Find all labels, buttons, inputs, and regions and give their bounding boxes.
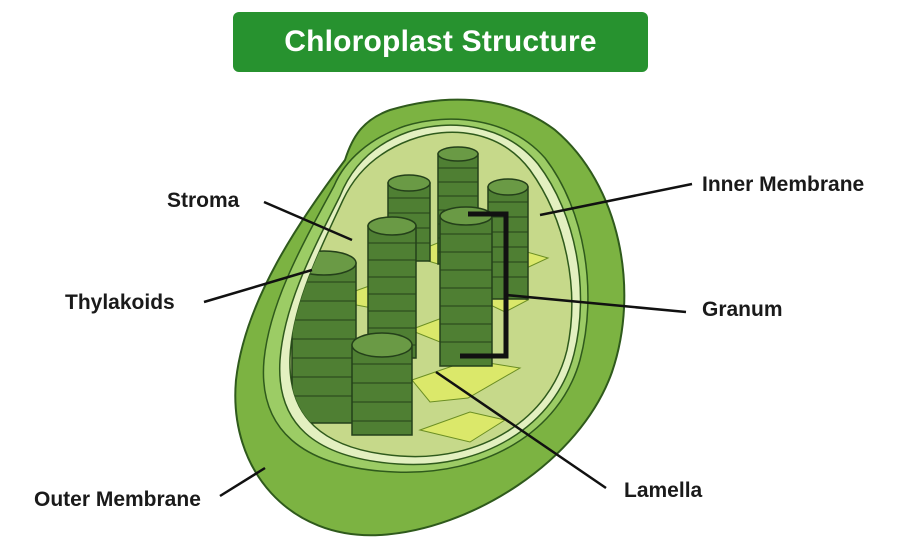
stroma-leader-line bbox=[263, 200, 353, 242]
lamella-leader-line bbox=[435, 370, 607, 490]
granum-leader-line bbox=[505, 293, 687, 314]
outer-membrane-leader-line bbox=[219, 466, 266, 498]
label-outer-membrane: Outer Membrane bbox=[34, 488, 201, 511]
thylakoids-leader-line bbox=[203, 268, 313, 304]
label-thylakoids: Thylakoids bbox=[65, 291, 175, 314]
inner-membrane-leader-line bbox=[539, 182, 693, 217]
granum-bracket bbox=[460, 211, 509, 359]
title-banner: Chloroplast Structure bbox=[233, 12, 648, 72]
page-title: Chloroplast Structure bbox=[284, 25, 597, 58]
granum-stack bbox=[351, 332, 413, 436]
label-granum: Granum bbox=[702, 298, 783, 321]
label-inner-membrane: Inner Membrane bbox=[702, 173, 865, 196]
label-lamella: Lamella bbox=[624, 479, 703, 502]
label-stroma: Stroma bbox=[167, 189, 240, 212]
granum-stack bbox=[439, 206, 493, 367]
